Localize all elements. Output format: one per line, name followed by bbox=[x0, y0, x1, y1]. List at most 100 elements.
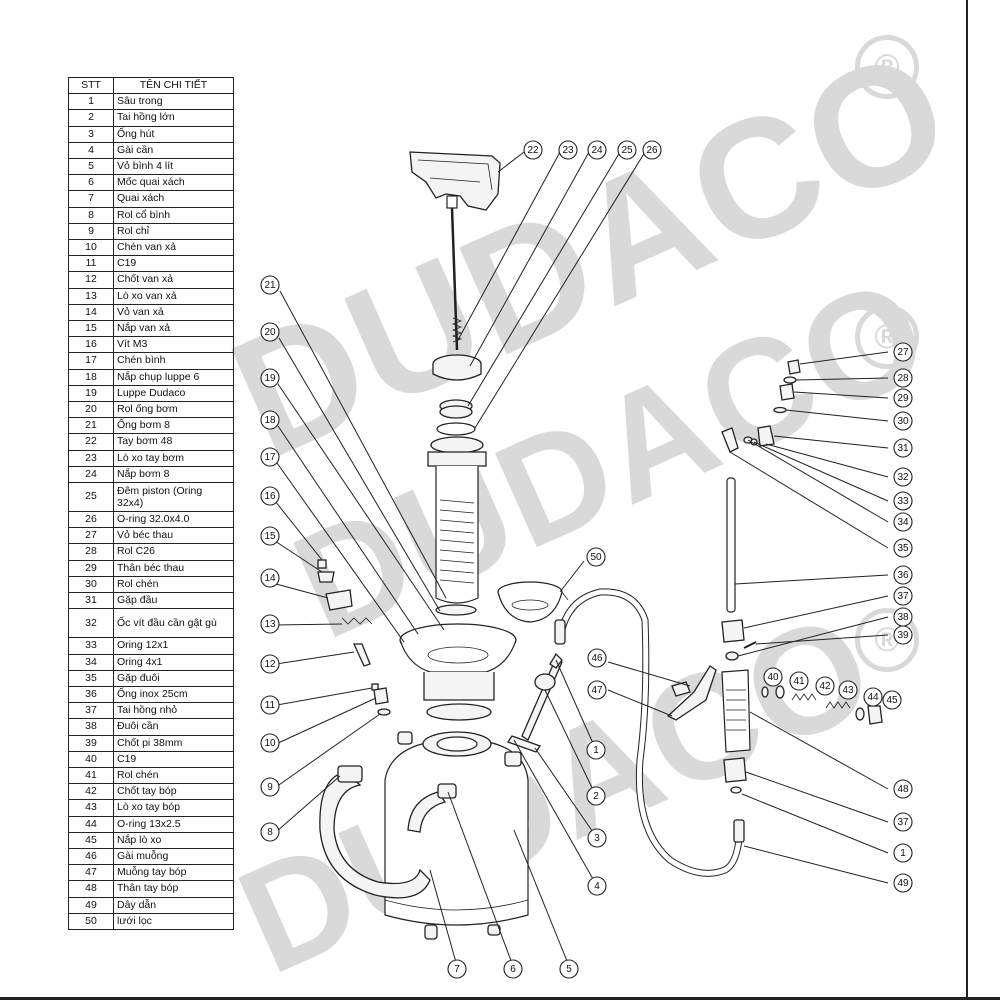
callout-number: 47 bbox=[591, 685, 603, 696]
callout-number: 44 bbox=[867, 692, 879, 703]
callout-circle bbox=[587, 680, 607, 700]
piston-seal-part bbox=[436, 399, 476, 436]
watermark-registered-mark: ® bbox=[855, 35, 919, 99]
callout-43: 43 bbox=[838, 680, 858, 700]
part-name: O-ring 13x2.5 bbox=[113, 815, 234, 833]
part-number: 39 bbox=[68, 734, 114, 752]
callout-number: 14 bbox=[264, 573, 276, 584]
part-name: Tai hồng nhỏ bbox=[113, 702, 234, 720]
callout-number: 15 bbox=[264, 531, 276, 542]
part-number: 45 bbox=[68, 831, 114, 849]
callout-30: 30 bbox=[893, 411, 913, 431]
callout-50: 50 bbox=[586, 547, 606, 567]
callout-circle bbox=[260, 654, 280, 674]
callout-number: 26 bbox=[646, 145, 658, 156]
part-name: Rol ống bơm bbox=[113, 401, 234, 419]
callout-1: 1 bbox=[586, 740, 606, 760]
callout-21: 21 bbox=[260, 275, 280, 295]
callout-circle bbox=[587, 828, 607, 848]
callout-45: 45 bbox=[882, 690, 902, 710]
callout-number: 3 bbox=[594, 833, 600, 844]
callout-16: 16 bbox=[260, 486, 280, 506]
callout-26: 26 bbox=[642, 140, 662, 160]
callout-number: 34 bbox=[897, 517, 909, 528]
suction-tube-part bbox=[506, 652, 563, 753]
callout-14: 14 bbox=[260, 568, 280, 588]
callout-number: 43 bbox=[842, 685, 854, 696]
callout-number: 48 bbox=[897, 784, 909, 795]
callout-31: 31 bbox=[893, 438, 913, 458]
carry-handle-part bbox=[319, 765, 457, 899]
callout-44: 44 bbox=[863, 687, 883, 707]
callout-number: 37 bbox=[897, 817, 909, 828]
callout-6: 6 bbox=[503, 959, 523, 979]
callout-number: 13 bbox=[264, 619, 276, 630]
callout-circle bbox=[882, 690, 902, 710]
callout-number: 30 bbox=[897, 416, 909, 427]
part-name: Muỗng tay bóp bbox=[113, 864, 234, 882]
callout-circle bbox=[893, 512, 913, 532]
callout-circle bbox=[586, 547, 606, 567]
callout-circle bbox=[503, 959, 523, 979]
part-name: Chén van xả bbox=[113, 239, 234, 257]
callout-25: 25 bbox=[617, 140, 637, 160]
callout-circle bbox=[893, 586, 913, 606]
part-name: Oring 4x1 bbox=[113, 653, 234, 671]
callout-number: 21 bbox=[264, 280, 276, 291]
part-name: Lò xo van xả bbox=[113, 287, 234, 305]
part-name: Thân béc thau bbox=[113, 559, 234, 577]
callout-circle bbox=[893, 491, 913, 511]
callout-circle bbox=[893, 342, 913, 362]
part-number: 24 bbox=[68, 465, 114, 484]
callout-49: 49 bbox=[893, 873, 913, 893]
part-number: 15 bbox=[68, 320, 114, 338]
callout-2: 2 bbox=[586, 786, 606, 806]
callout-20: 20 bbox=[260, 322, 280, 342]
part-number: 6 bbox=[68, 174, 114, 192]
callout-number: 49 bbox=[897, 878, 909, 889]
callout-17: 17 bbox=[260, 447, 280, 467]
part-name: Vỏ van xả bbox=[113, 303, 234, 322]
part-number: 19 bbox=[68, 384, 114, 403]
callout-42: 42 bbox=[815, 676, 835, 696]
callout-number: 40 bbox=[767, 672, 779, 683]
callout-circle bbox=[586, 740, 606, 760]
callout-circle bbox=[260, 447, 280, 467]
callout-circle bbox=[586, 786, 606, 806]
part-number: 21 bbox=[68, 417, 114, 435]
callout-number: 27 bbox=[897, 347, 909, 358]
frame-edge-bottom bbox=[0, 997, 1000, 1000]
callout-circle bbox=[893, 812, 913, 832]
callout-circle bbox=[893, 467, 913, 487]
callout-circle bbox=[523, 140, 543, 160]
part-name: O-ring 32.0x4.0 bbox=[113, 511, 234, 529]
callout-41: 41 bbox=[789, 671, 809, 691]
part-name: Nắp chụp luppe 6 bbox=[113, 368, 234, 386]
callout-34: 34 bbox=[893, 512, 913, 532]
callout-number: 31 bbox=[897, 443, 909, 454]
callout-number: 6 bbox=[510, 964, 516, 975]
callout-circle bbox=[260, 322, 280, 342]
callout-27: 27 bbox=[893, 342, 913, 362]
part-number: 31 bbox=[68, 592, 114, 610]
callout-circle bbox=[893, 843, 913, 863]
callout-circle bbox=[893, 368, 913, 388]
